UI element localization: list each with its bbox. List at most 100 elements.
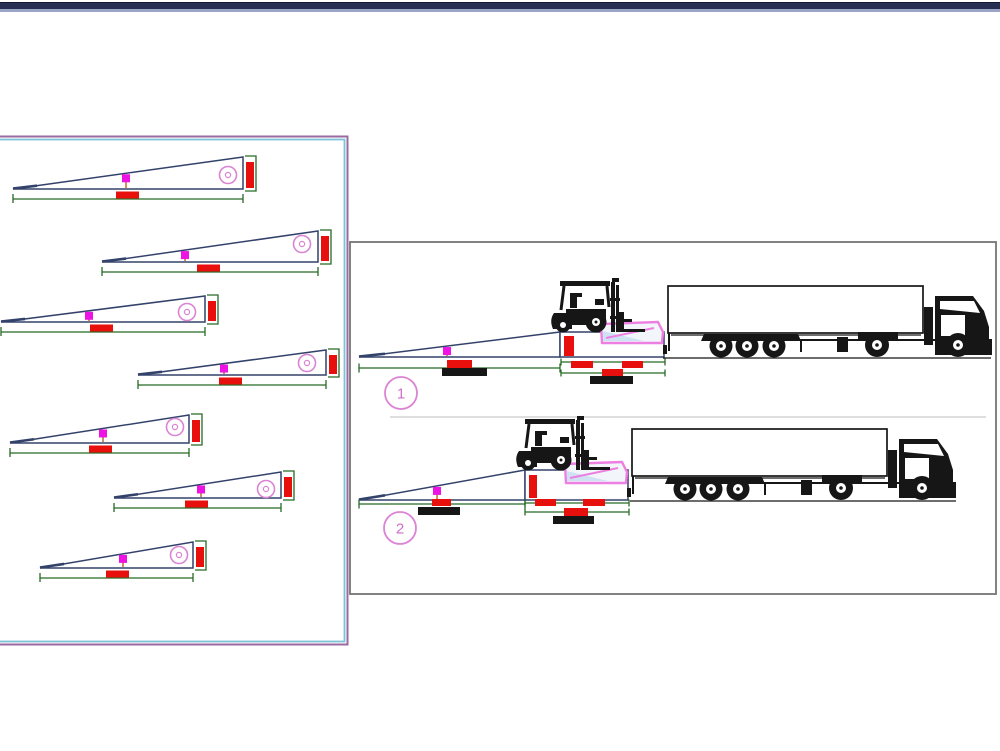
forklift-rear-post [524,423,531,449]
front-bumper [986,339,992,355]
end-dim-bracket [191,413,203,446]
ramp-toe-plate [113,492,139,499]
dock-leveler-diagonal [605,327,655,339]
forklift-glyph[interactable] [551,278,645,333]
trailer-rear-bumper [663,345,667,354]
end-stop-red-bar [192,420,200,442]
dim-black-bar [418,507,460,515]
title-bar-accent [0,9,1000,12]
end-dim-bracket [245,155,257,192]
base-red-bar [185,500,208,508]
forklift-mast-rail-2 [616,285,619,332]
dim-red-bar [447,360,472,368]
ramp-profile-1[interactable] [12,155,257,203]
scene-number-balloon [384,376,418,410]
scene-ramp-toe [358,494,386,501]
callout-glyph [298,240,306,248]
ramp-profile-3[interactable] [0,294,219,336]
trailer-box [631,428,888,477]
callout-circle [256,479,276,499]
title-bar [0,2,1000,12]
scene-1[interactable]: 1 [358,278,992,410]
cab-window [904,444,944,456]
cab-door [941,315,965,336]
callout-circle [165,417,185,437]
dock-leveler-plate[interactable] [599,320,665,345]
callout-circle [297,353,317,373]
callout-glyph [175,551,183,559]
ramp-profile-7[interactable] [39,540,207,582]
trailer-rear-bumper [627,488,631,497]
forklift-seat-back [535,433,542,446]
magenta-marker [85,311,93,320]
callout-glyph [171,423,179,431]
dim-red-bar [602,369,623,376]
semi-truck-glyph[interactable] [663,285,992,358]
title-bar-strip [0,2,1000,10]
end-dim-bracket [283,470,295,501]
ramp-catalog-panel[interactable] [0,135,349,646]
scene-number-label: 2 [396,521,404,538]
ramp-outline [12,156,244,190]
ramp-toe-plate [0,317,26,323]
forklift-mast-rail-2 [581,423,584,470]
dock-leveler-shade [603,331,644,341]
base-red-bar [106,570,129,578]
scene-panel-border [349,241,997,595]
magenta-marker [433,486,441,495]
base-red-bar [90,324,113,332]
ramp-outline [9,414,190,444]
forklift-mast-rail-1 [576,420,580,470]
magenta-marker [122,174,130,183]
scene-ramp-outline [358,331,561,358]
ramp-toe-plate [137,370,163,376]
dim-red-bar [622,361,643,368]
dim-black-bar [553,516,594,524]
dock-leveler-plate[interactable] [563,460,629,485]
scene-2[interactable]: 2 [358,416,956,545]
ramp-toe-plate [39,562,65,569]
semi-truck-glyph[interactable] [627,428,956,501]
ramp-toe-plate [12,184,38,190]
forklift-mast-rail-1 [611,282,615,332]
callout-circle [177,302,197,322]
dock-red-bar [529,475,537,498]
ramp-outline [101,230,319,263]
forklift-rear-post [559,285,566,311]
base-red-bar [219,377,242,385]
magenta-marker [119,554,127,563]
ramp-profile-4[interactable] [137,348,340,389]
ramp-outline [113,471,282,499]
tractor-fuel-tank [801,480,812,495]
forklift-backrest-arm [584,457,597,460]
ramp-profile-5[interactable] [9,413,203,457]
magenta-marker [181,251,189,260]
dock-red-bar [564,336,574,356]
dim-red-bar [564,508,588,516]
cab-window [940,301,980,313]
forklift-glyph[interactable] [516,416,610,471]
forklift-fork-blade [583,467,610,470]
forklift-fork-blade [618,329,645,332]
base-red-bar [197,264,220,272]
magenta-marker [443,347,451,356]
forklift-guard-roof [560,281,610,286]
dim-red-bar [571,361,593,368]
forklift-mast-top [577,416,584,420]
end-stop-red-bar [329,355,337,374]
dim-black-bar [590,376,633,384]
callout-circle [218,165,238,185]
loading-scenes-panel[interactable]: 12 [349,241,997,595]
forklift-front-post [605,285,611,308]
ramp-profile-6[interactable] [113,470,295,512]
forklift-dash [595,299,604,305]
callout-circle [169,545,189,565]
ramp-profile-2[interactable] [101,229,332,276]
forklift-mast-top [612,278,619,282]
scene-ramp-toe [358,352,386,358]
panel-border-outer [0,135,349,646]
ramp-toe-plate [101,257,127,263]
ramp-outline [0,295,206,323]
